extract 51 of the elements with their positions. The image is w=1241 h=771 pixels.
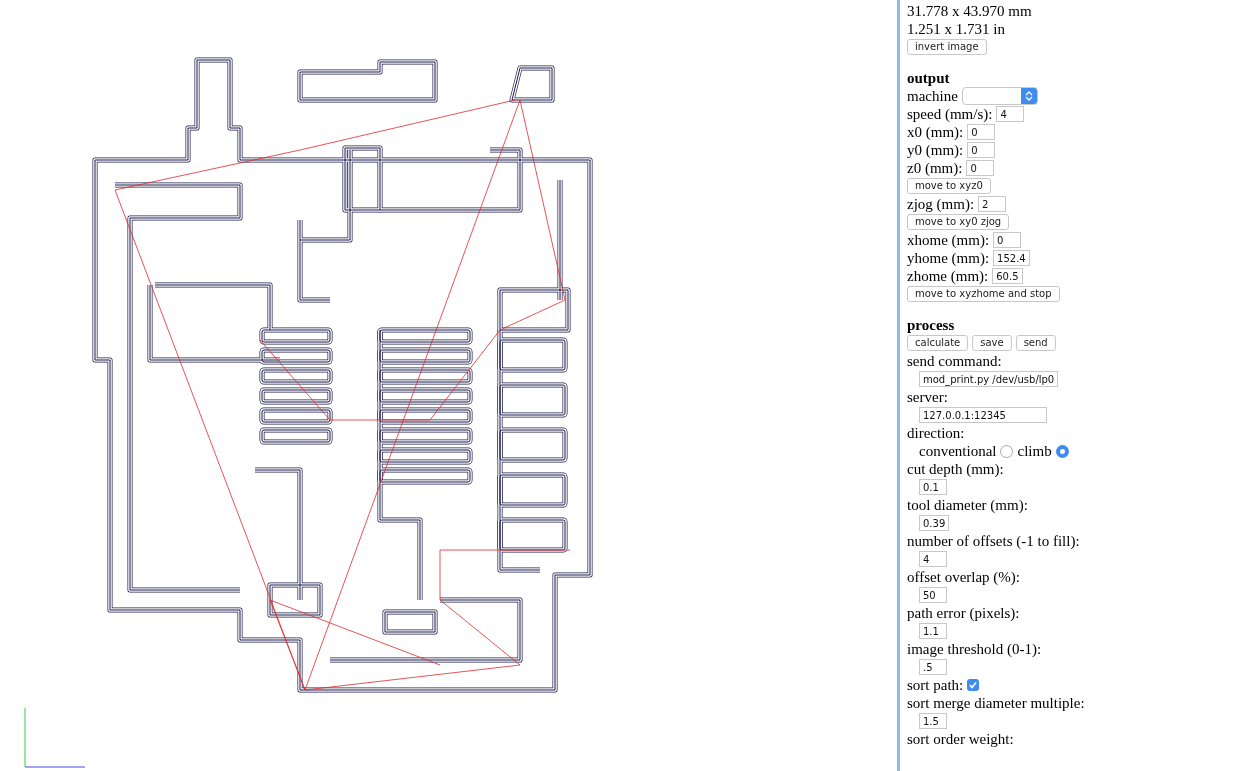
input-field: 2 (978, 196, 1007, 212)
input-field: 0 (967, 124, 996, 140)
setting-label: conventional (919, 442, 997, 460)
action-button: save (972, 335, 1012, 351)
setting-label: xhome (mm): (907, 231, 990, 249)
setting-label: x0 (mm): (907, 123, 964, 141)
setting-label: tool diameter (mm): (907, 496, 1028, 514)
action-button: move to xy0 zjog (907, 214, 1010, 230)
setting-label: machine (907, 87, 958, 105)
input-field: 4 (919, 551, 947, 567)
setting-label: sort merge diameter multiple: (907, 694, 1085, 712)
setting-label: offset overlap (%): (907, 568, 1020, 586)
setting-label: 31.778 x 43.970 mm (907, 2, 1032, 20)
input-field: 127.0.0.1:12345 (919, 407, 1047, 423)
setting-label: zhome (mm): (907, 267, 989, 285)
setting-label: image threshold (0-1): (907, 640, 1042, 658)
setting-label: server: (907, 388, 948, 406)
input-field: 0 (967, 142, 996, 158)
action-button: move to xyzhome and stop (907, 286, 1060, 302)
input-field: .5 (919, 659, 947, 675)
input-field: 152.4 (993, 250, 1030, 266)
setting-label: zjog (mm): (907, 195, 975, 213)
input-field: 60.5 (992, 268, 1023, 284)
action-button: calculate (907, 335, 969, 351)
input-field: 1.1 (919, 623, 947, 639)
input-field: 1.5 (919, 713, 947, 729)
action-button: move to xyz0 (907, 178, 991, 194)
input-field: 0 (966, 160, 995, 176)
action-button: send (1015, 335, 1056, 351)
input-field: mod_print.py /dev/usb/lp0 (919, 371, 1059, 387)
section-heading: process (907, 316, 955, 334)
input-field: 4 (996, 106, 1025, 122)
setting-label: climb (1017, 442, 1052, 460)
input-field: 0 (993, 232, 1022, 248)
setting-label: cut depth (mm): (907, 460, 1004, 478)
input-field: 50 (919, 587, 947, 603)
setting-label: path error (pixels): (907, 604, 1020, 622)
setting-label: yhome (mm): (907, 249, 990, 267)
setting-label: sort order weight: (907, 730, 1014, 748)
input-field: 0.39 (919, 515, 950, 531)
setting-label: speed (mm/s): (907, 105, 993, 123)
action-button: invert image (907, 39, 987, 55)
setting-label: direction: (907, 424, 965, 442)
setting-label: z0 (mm): (907, 159, 963, 177)
setting-label: y0 (mm): (907, 141, 964, 159)
setting-label: sort path: (907, 676, 964, 694)
setting-label: send command: (907, 352, 1002, 370)
setting-label: number of offsets (-1 to fill): (907, 532, 1080, 550)
section-heading: output (907, 69, 950, 87)
setting-label: 1.251 x 1.731 in (907, 20, 1005, 38)
input-field: 0.1 (919, 479, 947, 495)
